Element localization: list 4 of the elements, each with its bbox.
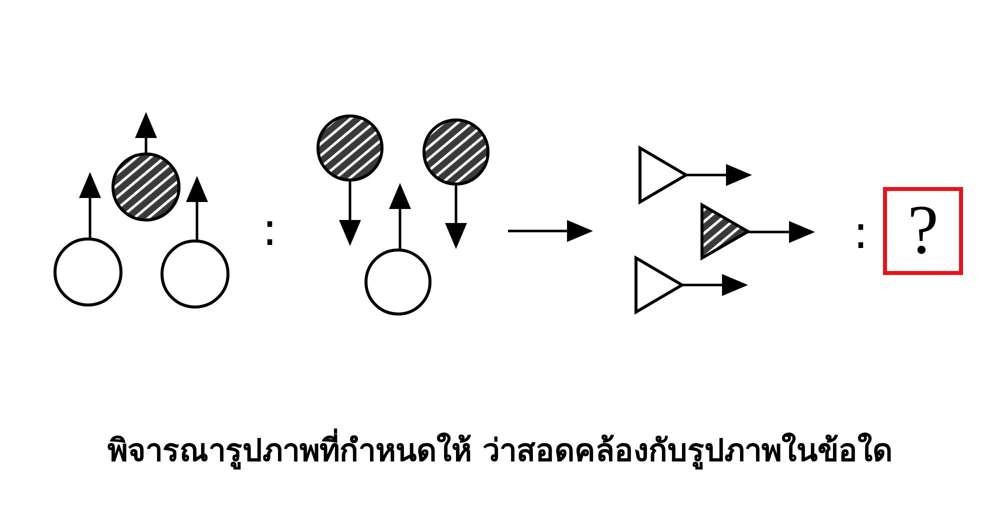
colon-symbol: :: [262, 206, 278, 252]
colon-symbol: :: [853, 209, 868, 255]
caption: พิจารณารูปภาพที่กำหนดให้ ว่าสอดคล้องกับรูปภาพในข้อใด: [0, 430, 1000, 474]
answer-box: ?: [883, 187, 963, 275]
